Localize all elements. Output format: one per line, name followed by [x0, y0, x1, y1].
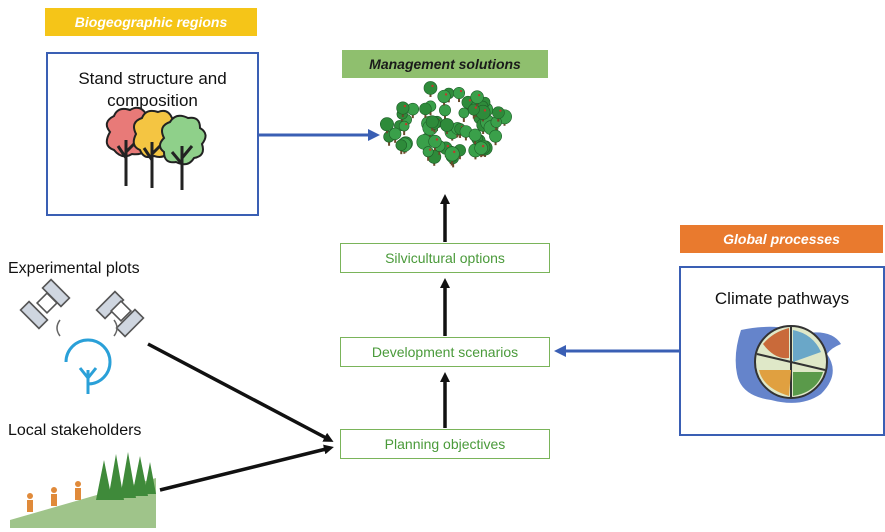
climate-pathways-title: Climate pathways: [714, 289, 850, 308]
globe-climate-icon: [735, 325, 841, 403]
forest-tree: [458, 107, 470, 122]
global-processes-tag: Global processes: [680, 225, 883, 253]
forest-tree: [474, 141, 488, 158]
forest-tree: [437, 89, 451, 106]
forest-tree: [419, 102, 432, 118]
management-solutions-label: Management solutions: [369, 56, 521, 72]
forest-tree: [395, 139, 408, 155]
planning-objectives-box: Planning objectives: [340, 429, 550, 459]
forest-tree: [398, 120, 410, 136]
forest-tree: [439, 104, 451, 120]
biogeographic-regions-tag: Biogeographic regions: [45, 8, 257, 36]
silvicultural-options-box: Silvicultural options: [340, 243, 550, 273]
forest-tree: [425, 115, 439, 131]
experimental-plots-label: Experimental plots: [8, 260, 140, 277]
forest-tree: [470, 90, 484, 107]
forest-tree: [440, 118, 454, 134]
stand-structure-title: Stand structure and composition: [78, 69, 227, 110]
hikers-forest-icon: [10, 452, 156, 528]
forest-tree: [422, 146, 434, 161]
forest-tree: [467, 103, 480, 119]
development-scenarios-label: Development scenarios: [371, 344, 519, 360]
climate-pathways-panel: Climate pathways: [679, 266, 885, 436]
silvicultural-options-label: Silvicultural options: [385, 250, 505, 266]
tree-group-icon: [105, 106, 207, 190]
local-stakeholders-label: Local stakeholders: [8, 422, 142, 439]
satellite-icon: [19, 278, 145, 338]
forest-tree: [468, 128, 482, 145]
development-scenarios-box: Development scenarios: [340, 337, 550, 367]
forest-tree: [492, 106, 505, 122]
stand-structure-panel: Stand structure and composition: [46, 52, 259, 216]
forest-tree: [389, 127, 402, 143]
antenna-tree-icon: [56, 319, 118, 394]
arrow-experimental-to-planning: [147, 342, 334, 442]
biogeographic-regions-label: Biogeographic regions: [74, 14, 228, 30]
global-processes-label: Global processes: [723, 231, 840, 247]
forest-tree: [444, 146, 460, 163]
forest-tree: [379, 117, 394, 134]
management-solutions-tag: Management solutions: [342, 50, 548, 78]
forest-tree: [453, 87, 466, 103]
forest-tree: [396, 101, 410, 118]
forest-tree: [423, 81, 438, 97]
planning-objectives-label: Planning objectives: [384, 436, 506, 452]
forest-tree: [406, 102, 420, 119]
forest-tree: [428, 134, 442, 151]
arrow-stakeholders-to-planning: [159, 444, 334, 492]
forest-tree: [489, 129, 503, 146]
